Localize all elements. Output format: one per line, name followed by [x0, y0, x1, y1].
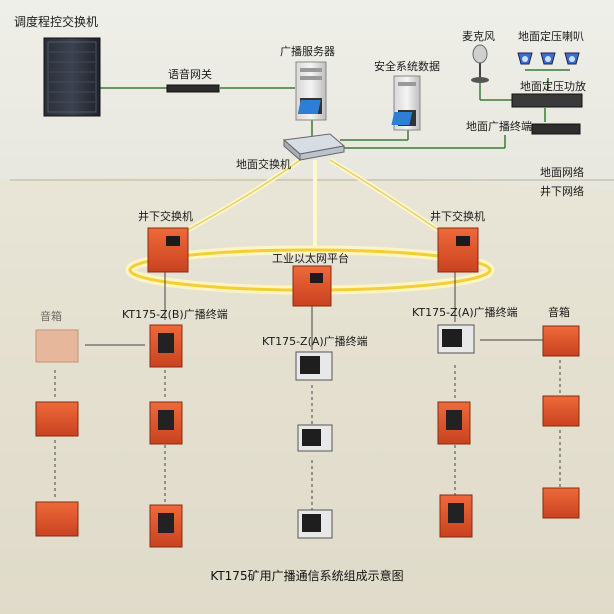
- label-ground-network: 地面网络: [540, 165, 584, 179]
- speaker-box-column-right: [542, 325, 580, 519]
- speaker-box-column-left: [35, 329, 79, 537]
- label-underground-switch-right: 井下交换机: [430, 209, 485, 223]
- label-ground-terminal: 地面广播终端: [466, 119, 532, 133]
- microphone-device: [471, 44, 489, 83]
- label-microphone: 麦克风: [462, 30, 495, 43]
- label-terminal-a-right: KT175-Z(A)广播终端: [412, 305, 518, 319]
- terminal-a-right-column: [437, 324, 475, 538]
- label-terminal-b: KT175-Z(B)广播终端: [122, 307, 228, 321]
- ground-links: [100, 62, 570, 149]
- label-broadcast-server: 广播服务器: [280, 44, 335, 58]
- safety-server-device: [391, 75, 421, 131]
- label-ground-switch: 地面交换机: [236, 157, 291, 171]
- dispatch-switch-rack: [43, 37, 101, 117]
- underground-links: [54, 272, 561, 510]
- label-underground-switch-left: 井下交换机: [138, 209, 193, 223]
- diagram-caption: KT175矿用广播通信系统组成示意图: [210, 568, 403, 583]
- trunk-lines: [168, 157, 452, 250]
- underground-switch-left-device: [147, 227, 189, 273]
- ground-speakers: [517, 52, 580, 65]
- ethernet-platform-device: [292, 265, 332, 307]
- ground-amplifier-device: [511, 93, 583, 108]
- underground-area: [0, 176, 614, 614]
- label-ethernet-platform: 工业以太网平台: [272, 251, 349, 265]
- terminal-a-center-column: [295, 351, 333, 539]
- label-safety-data: 安全系统数据: [374, 59, 440, 73]
- label-underground-network: 井下网络: [540, 184, 584, 198]
- ground-terminal-device: [531, 123, 581, 135]
- underground-switch-right-device: [437, 227, 479, 273]
- label-ground-amplifier: 地面定压功放: [520, 79, 586, 93]
- voice-gateway-device: [166, 84, 220, 93]
- ground-switch-device: [282, 133, 346, 162]
- label-ground-speaker: 地面定压喇叭: [518, 29, 584, 43]
- label-voice-gateway: 语音网关: [168, 67, 212, 81]
- label-terminal-a-center: KT175-Z(A)广播终端: [262, 334, 368, 348]
- label-dispatch-switch: 调度程控交换机: [14, 14, 98, 29]
- terminal-b-column: [149, 324, 183, 548]
- broadcast-server-device: [295, 61, 327, 121]
- label-speaker-box-right: 音箱: [548, 305, 570, 319]
- label-speaker-box-left: 音箱: [40, 309, 62, 323]
